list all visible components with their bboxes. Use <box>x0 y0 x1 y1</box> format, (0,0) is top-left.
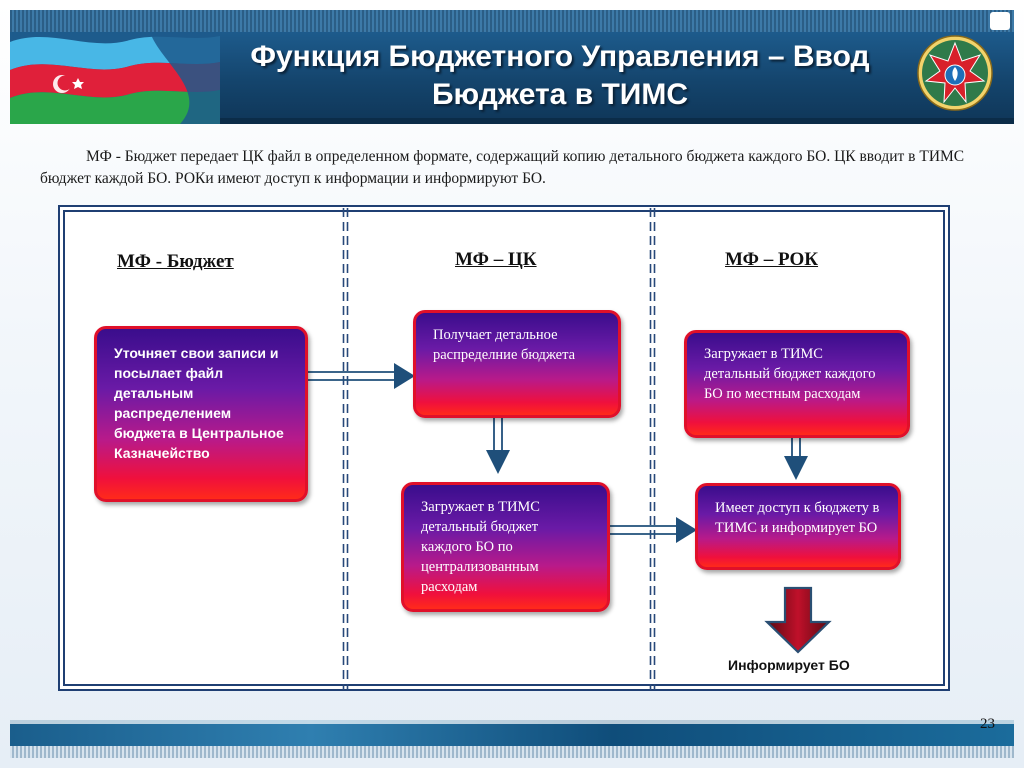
page-number: 23 <box>980 716 995 732</box>
column-heading-mf-budget: МФ - Бюджет <box>117 251 234 272</box>
footer-stripe <box>10 720 1014 758</box>
column-heading-mf-rok: МФ – РОК <box>725 249 819 270</box>
step-box-mf-budget: Уточняет свои записи и посылает файл дет… <box>94 326 308 502</box>
corner-tab <box>990 12 1010 30</box>
diagram-frame-inner <box>63 210 945 686</box>
azerbaijan-flag-icon <box>10 32 220 124</box>
step-box-rok-access: Имеет доступ к бюджету в ТИМС и информир… <box>695 483 901 570</box>
page-title-line-2: Бюджета в ТИМС <box>431 78 689 111</box>
description-text: МФ - Бюджет передает ЦК файл в определен… <box>40 148 965 187</box>
step-box-ck-receive-text: Получает детальное распределние бюджета <box>433 327 576 363</box>
step-box-ck-load: Загружает в ТИМС детальный бюджет каждог… <box>401 482 610 612</box>
state-emblem-icon <box>916 33 994 113</box>
step-box-mf-budget-text: Уточняет свои записи и посылает файл дет… <box>114 345 284 461</box>
page-title: Функция Бюджетного Управления – Ввод Бюд… <box>220 38 900 114</box>
top-stripe <box>10 10 1014 32</box>
step-box-rok-access-text: Имеет доступ к бюджету в ТИМС и информир… <box>715 500 880 536</box>
informs-bo-caption: Информирует БО <box>728 657 850 673</box>
page-title-line-1: Функция Бюджетного Управления – Ввод <box>250 40 870 73</box>
column-heading-mf-ck: МФ – ЦК <box>455 249 537 270</box>
step-box-rok-load: Загружает в ТИМС детальный бюджет каждог… <box>684 330 910 438</box>
step-box-ck-load-text: Загружает в ТИМС детальный бюджет каждог… <box>421 499 540 595</box>
step-box-ck-receive: Получает детальное распределние бюджета <box>413 310 621 418</box>
step-box-rok-load-text: Загружает в ТИМС детальный бюджет каждог… <box>704 346 876 402</box>
